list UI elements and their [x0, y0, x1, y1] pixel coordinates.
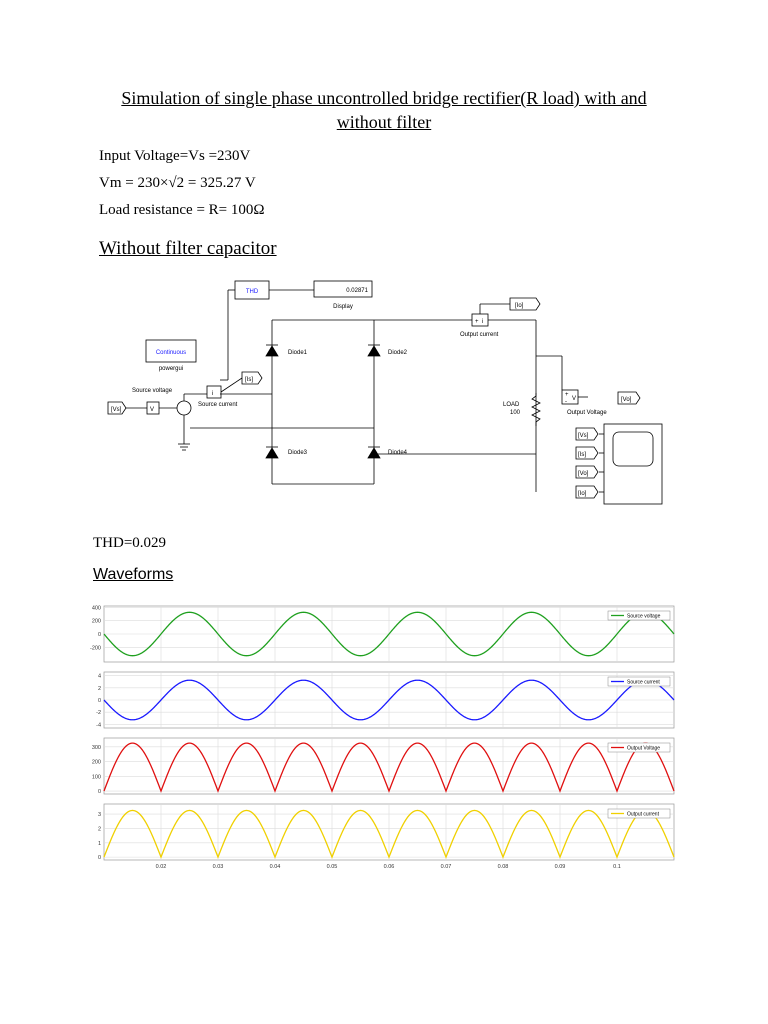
diode4-symbol[interactable] [367, 447, 381, 459]
display-block[interactable] [313, 280, 373, 298]
y-tick-label: -200 [90, 645, 101, 651]
simulink-circuit-diagram: THD 0.02871 Display Continuous powergui … [107, 280, 663, 505]
display-label: Display [333, 304, 353, 310]
output-voltage-label: Output Voltage [567, 410, 607, 416]
scope-tag-vs-text: [Vs] [578, 433, 589, 439]
output-current-label: Output current [460, 332, 499, 338]
y-tick-label: 200 [92, 760, 101, 766]
scope-tag-io-text: [Io] [578, 491, 587, 497]
scope-block[interactable] [603, 423, 663, 505]
x-tick-label: 0.02 [156, 864, 167, 868]
y-tick-label: 200 [92, 619, 101, 625]
y-tick-label: 0 [98, 855, 101, 861]
diode3-symbol[interactable] [265, 447, 279, 459]
scope-tag-vo-text: [Vo] [578, 471, 589, 477]
x-tick-label: 0.06 [384, 864, 395, 868]
param-load-resistance: Load resistance = R= 100Ω [99, 202, 265, 218]
series-line-output-voltage [103, 742, 675, 793]
current-meter-symbol: i [212, 391, 213, 397]
y-tick-label: 0 [98, 698, 101, 704]
scope-tag-io[interactable] [575, 485, 599, 499]
document-title-line1: Simulation of single phase uncontrolled … [121, 88, 647, 108]
legend-label: Output Voltage [627, 746, 660, 752]
diode1-symbol[interactable] [265, 345, 279, 357]
powergui-label: powergui [159, 366, 183, 372]
param-peak-voltage: Vm = 230×√2 = 325.27 V [99, 175, 256, 191]
is-goto-tag[interactable] [241, 371, 263, 385]
scope-tag-is[interactable] [575, 446, 599, 460]
legend-box [607, 610, 671, 621]
vo-tag-text: [Vo] [621, 397, 632, 403]
document-title-line2: without filter [336, 112, 432, 132]
load-value: 100 [510, 410, 521, 416]
diode1-label: Diode1 [288, 350, 308, 356]
is-tag-text: [Is] [245, 377, 253, 383]
diode2-symbol[interactable] [367, 345, 381, 357]
series-line-source-current [103, 679, 675, 721]
legend-label: Source current [627, 680, 660, 686]
output-voltage-meter-plus: + [565, 392, 569, 398]
y-tick-label: 1 [98, 841, 101, 847]
display-value: 0.02871 [346, 288, 368, 294]
y-tick-label: 2 [98, 686, 101, 692]
output-voltage-meter-minus: - [565, 399, 567, 405]
vs-goto-tag[interactable] [107, 401, 127, 415]
scope-tag-vs[interactable] [575, 427, 599, 441]
x-tick-label: 0.04 [270, 864, 281, 868]
legend-box [607, 808, 671, 819]
legend-label: Source voltage [627, 614, 661, 620]
diode2-label: Diode2 [388, 350, 408, 356]
x-tick-label: 0.1 [613, 864, 621, 868]
x-tick-label: 0.03 [213, 864, 224, 868]
output-current-meter-symbol: i [482, 319, 483, 325]
source-current-meter[interactable] [206, 385, 222, 399]
load-resistor[interactable] [531, 393, 541, 426]
y-tick-label: 100 [92, 774, 101, 780]
y-tick-label: 4 [98, 674, 101, 680]
diode4-label: Diode4 [388, 450, 408, 456]
y-tick-label: -2 [96, 710, 101, 716]
section-heading-without-filter: Without filter capacitor [99, 238, 277, 259]
vs-tag-text: [Vs] [111, 407, 122, 413]
legend-label: Output current [627, 812, 660, 818]
source-voltage-label: Source voltage [132, 388, 173, 394]
x-tick-label: 0.08 [498, 864, 509, 868]
ac-source[interactable] [176, 400, 192, 416]
powergui-mode: Continuous [156, 350, 186, 356]
scope-tag-is-text: [Is] [578, 452, 586, 458]
output-current-meter-plus: + [475, 319, 479, 325]
section-heading-waveforms: Waveforms [93, 566, 174, 583]
y-tick-label: 3 [98, 812, 101, 818]
load-label: LOAD [503, 402, 520, 408]
thd-block-label: THD [246, 289, 259, 295]
legend-box [607, 676, 671, 687]
output-voltage-meter-symbol: V [572, 396, 576, 402]
y-tick-label: 0 [98, 789, 101, 795]
io-tag-text: [Io] [515, 303, 524, 309]
y-tick-label: 0 [98, 632, 101, 638]
series-line-output-current [103, 809, 675, 859]
diode3-label: Diode3 [288, 450, 308, 456]
thd-result: THD=0.029 [93, 535, 167, 551]
x-tick-label: 0.09 [555, 864, 566, 868]
legend-box [607, 742, 671, 753]
source-current-label: Source current [198, 402, 238, 408]
x-tick-label: 0.07 [441, 864, 452, 868]
param-input-voltage: Input Voltage=Vs =230V [99, 148, 251, 164]
vo-goto-tag[interactable] [617, 391, 641, 405]
x-tick-label: 0.05 [327, 864, 338, 868]
y-tick-label: -4 [96, 722, 101, 728]
y-tick-label: 2 [98, 826, 101, 832]
y-tick-label: 300 [92, 745, 101, 751]
scope-tag-vo[interactable] [575, 465, 599, 479]
series-line-source-voltage [103, 611, 675, 657]
io-goto-tag[interactable] [509, 297, 541, 311]
powergui-block[interactable] [145, 339, 197, 363]
y-tick-label: 400 [92, 605, 101, 611]
voltage-meter-symbol: V [150, 407, 154, 413]
